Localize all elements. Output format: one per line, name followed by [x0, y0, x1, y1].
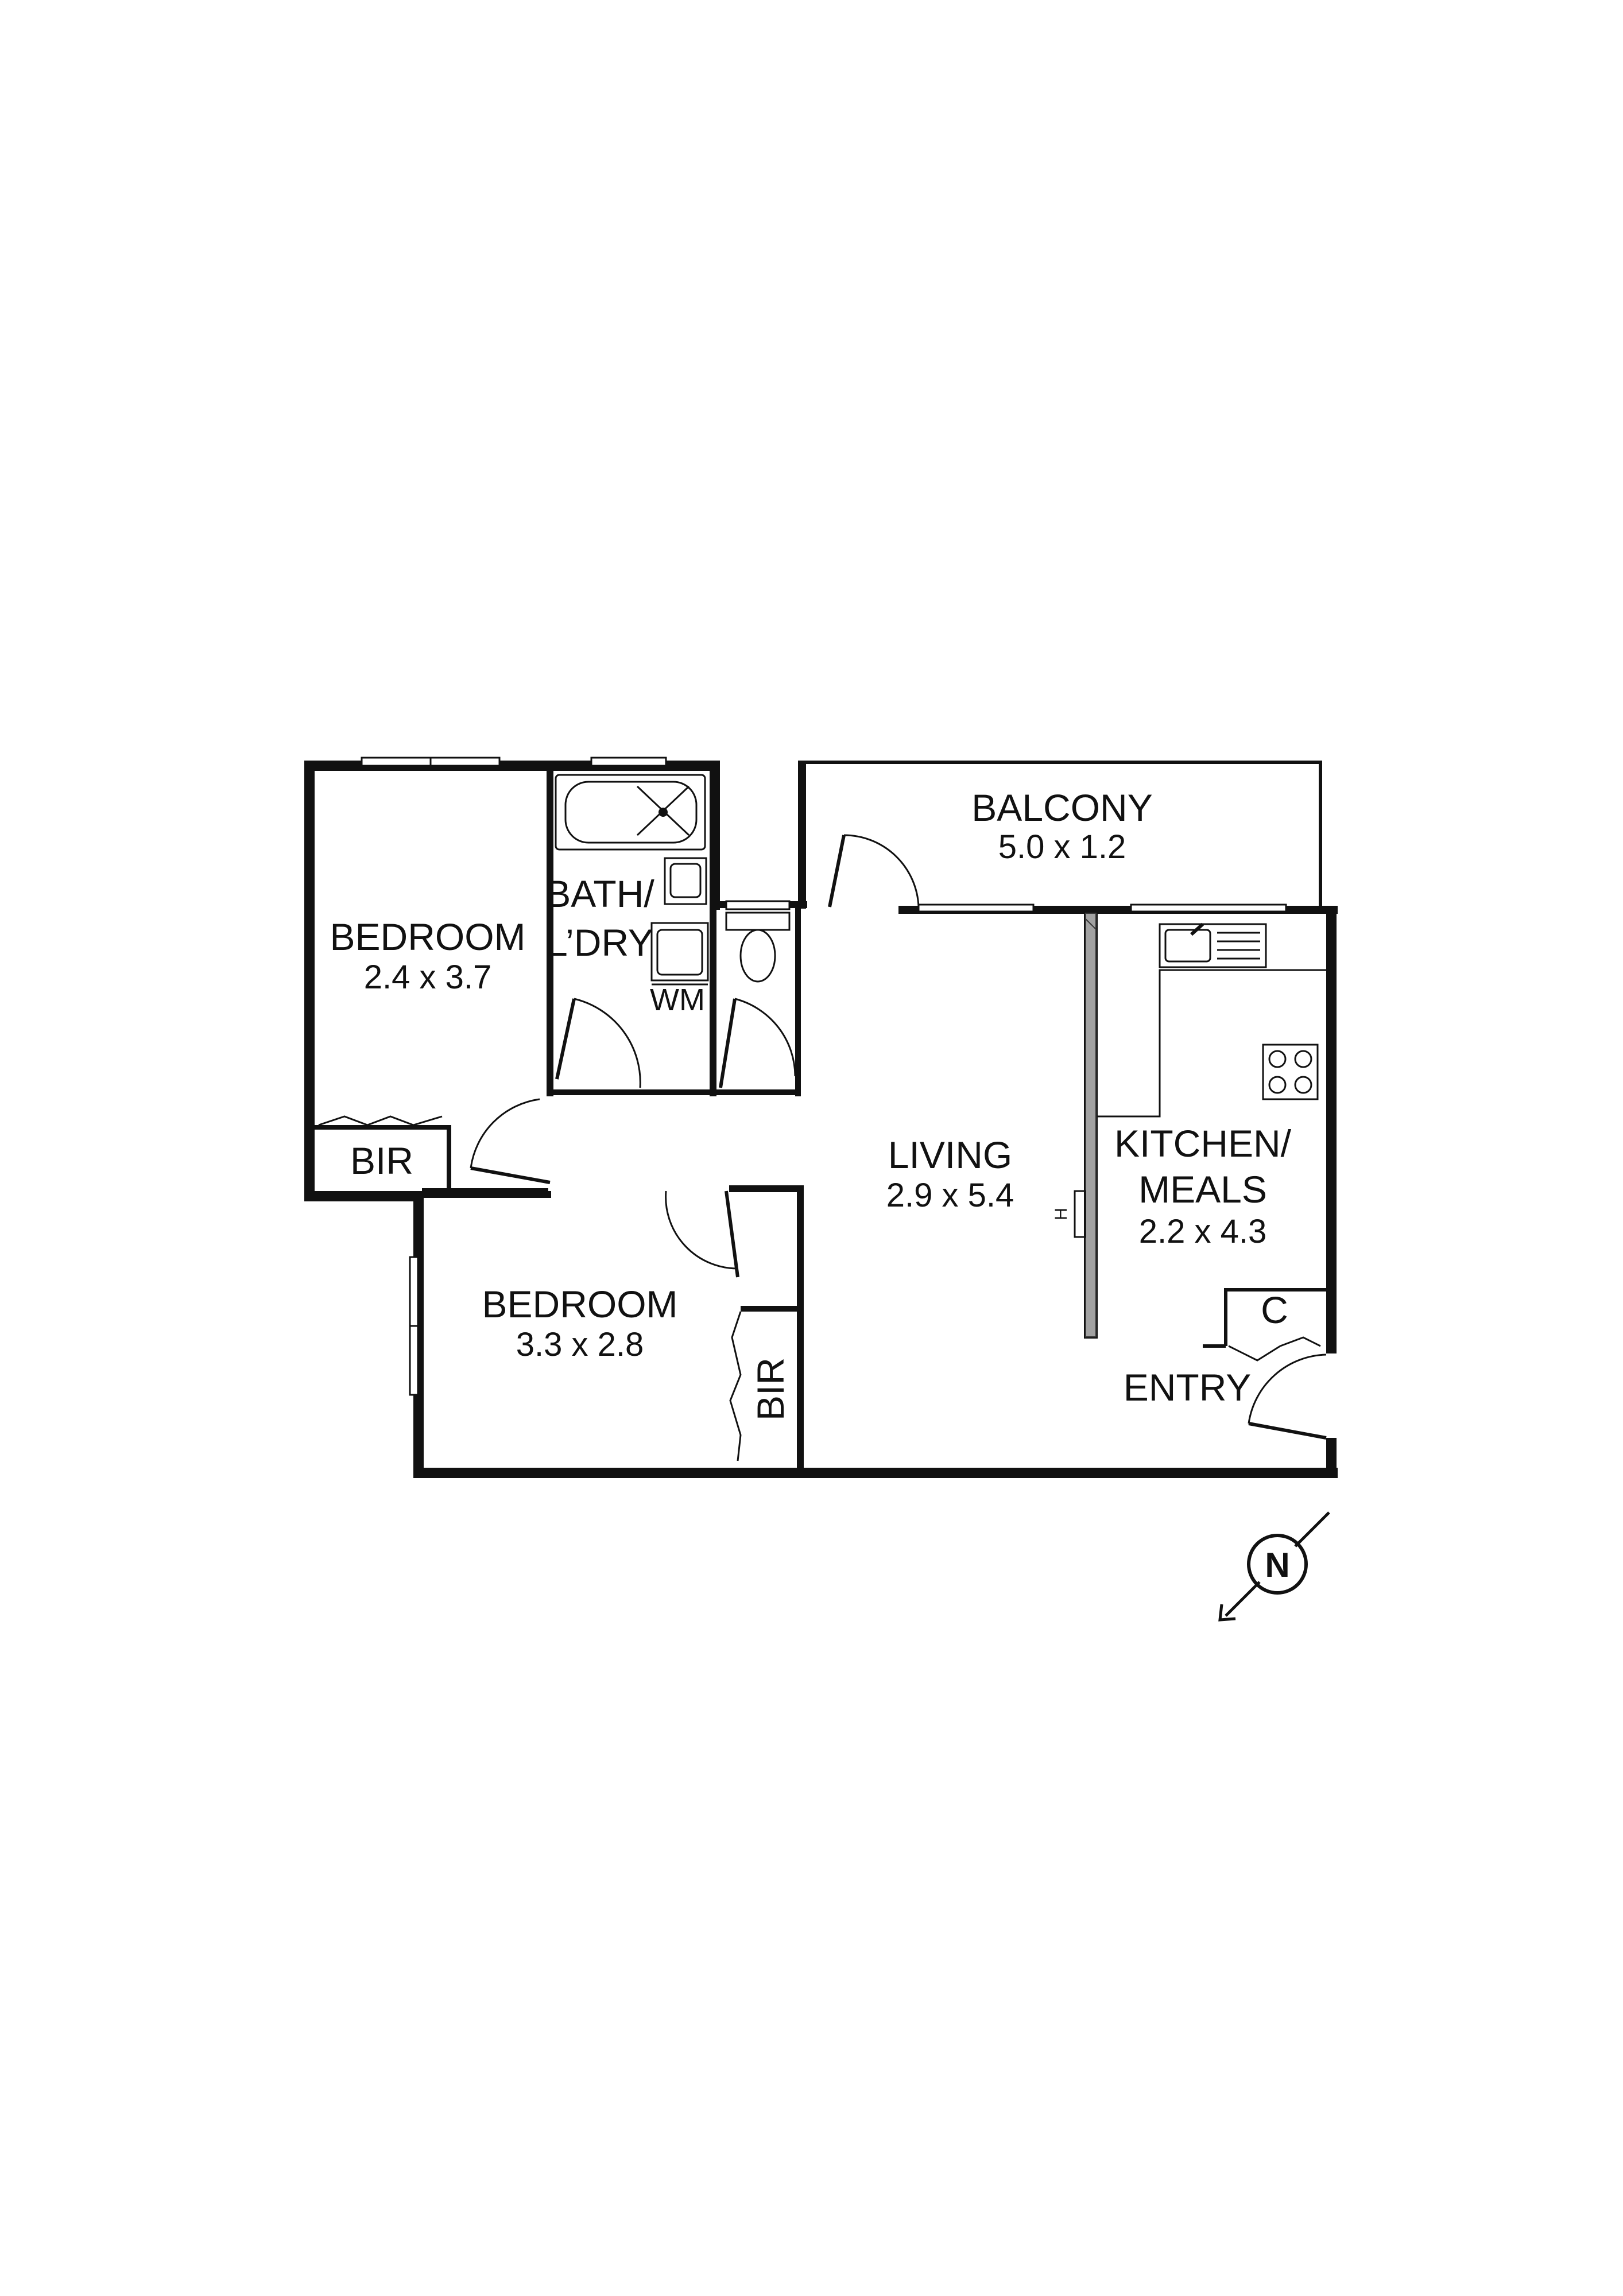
bedroom2-name: BEDROOM	[482, 1283, 677, 1325]
bedroom2-dims: 3.3 x 2.8	[516, 1326, 644, 1363]
kitchen-name-line2: MEALS	[1138, 1168, 1267, 1211]
heater-label: H	[1052, 1208, 1071, 1220]
bir1-label: BIR	[350, 1139, 413, 1182]
laundry-trough	[650, 922, 709, 986]
cupboard	[1203, 1288, 1326, 1362]
interior-walls	[315, 763, 804, 1472]
bathtub	[555, 774, 706, 851]
kitchen-bench	[1098, 922, 1326, 1118]
living-name: LIVING	[888, 1134, 1012, 1176]
bedroom1-name: BEDROOM	[330, 916, 525, 958]
bir2-label: BIR	[749, 1358, 792, 1421]
kitchen-name-line1: KITCHEN/	[1114, 1122, 1292, 1165]
bath-name-line1: BATH/	[545, 872, 654, 915]
living-dims: 2.9 x 5.4	[886, 1177, 1014, 1214]
wm-label: WM	[650, 983, 705, 1017]
balcony-dims: 5.0 x 1.2	[998, 828, 1126, 866]
balcony-outline	[805, 761, 1322, 907]
bir2-bifold-doors	[729, 1311, 742, 1461]
kitchen-dims: 2.2 x 4.3	[1139, 1213, 1266, 1250]
cooktop	[1262, 1044, 1319, 1100]
north-compass	[1218, 1511, 1330, 1622]
windows	[361, 757, 1287, 1396]
entry-label: ENTRY	[1124, 1366, 1252, 1409]
vanity-basin	[664, 857, 707, 905]
compass-label: N	[1265, 1546, 1289, 1584]
bath-name-line2: L’DRY	[547, 921, 653, 964]
heater	[1074, 1190, 1086, 1238]
bir1-bifold-doors	[318, 1115, 443, 1126]
toilet	[725, 912, 791, 983]
kitchen-partition	[1084, 912, 1098, 1339]
balcony-name: BALCONY	[971, 786, 1152, 829]
bedroom1-dims: 2.4 x 3.7	[364, 959, 491, 996]
cupboard-label: C	[1261, 1289, 1288, 1331]
doors	[470, 834, 1327, 1440]
room-labels: BEDROOM 2.4 x 3.7 BATH/ L’DRY WM BALCONY…	[330, 786, 1291, 1584]
